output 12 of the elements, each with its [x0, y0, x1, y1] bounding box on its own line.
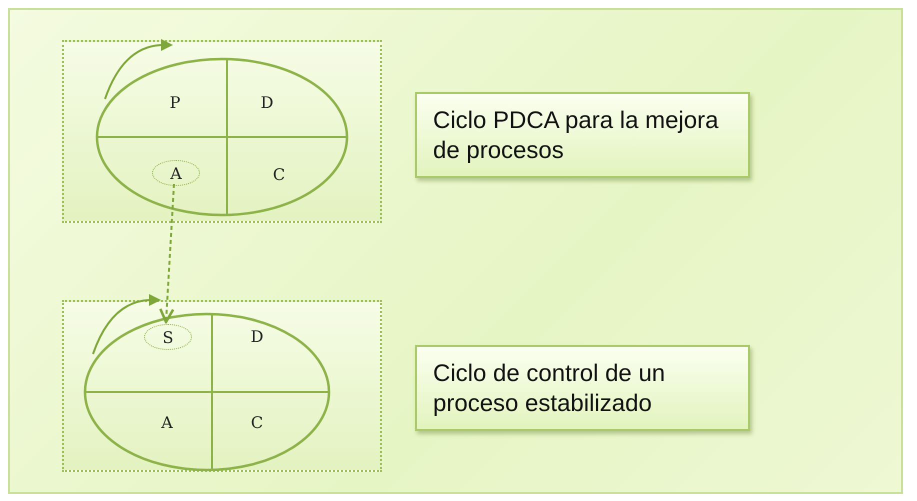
dotted-panel: [62, 40, 382, 223]
text-box: Ciclo de control de un proceso estabilizado: [415, 345, 750, 431]
quadrant-letter: C: [266, 160, 292, 188]
dashed-arrow: [159, 184, 175, 324]
quadrant-letter: P: [162, 88, 188, 116]
circled-letter: S: [144, 324, 192, 350]
quadrant-letter: D: [244, 322, 270, 350]
quadrant-letter: D: [254, 88, 280, 116]
quadrant-letter: C: [244, 408, 270, 436]
circled-letter: A: [152, 160, 200, 186]
quadrant-letter: A: [154, 408, 180, 436]
text-box: Ciclo PDCA para la mejora de procesos: [415, 92, 750, 178]
